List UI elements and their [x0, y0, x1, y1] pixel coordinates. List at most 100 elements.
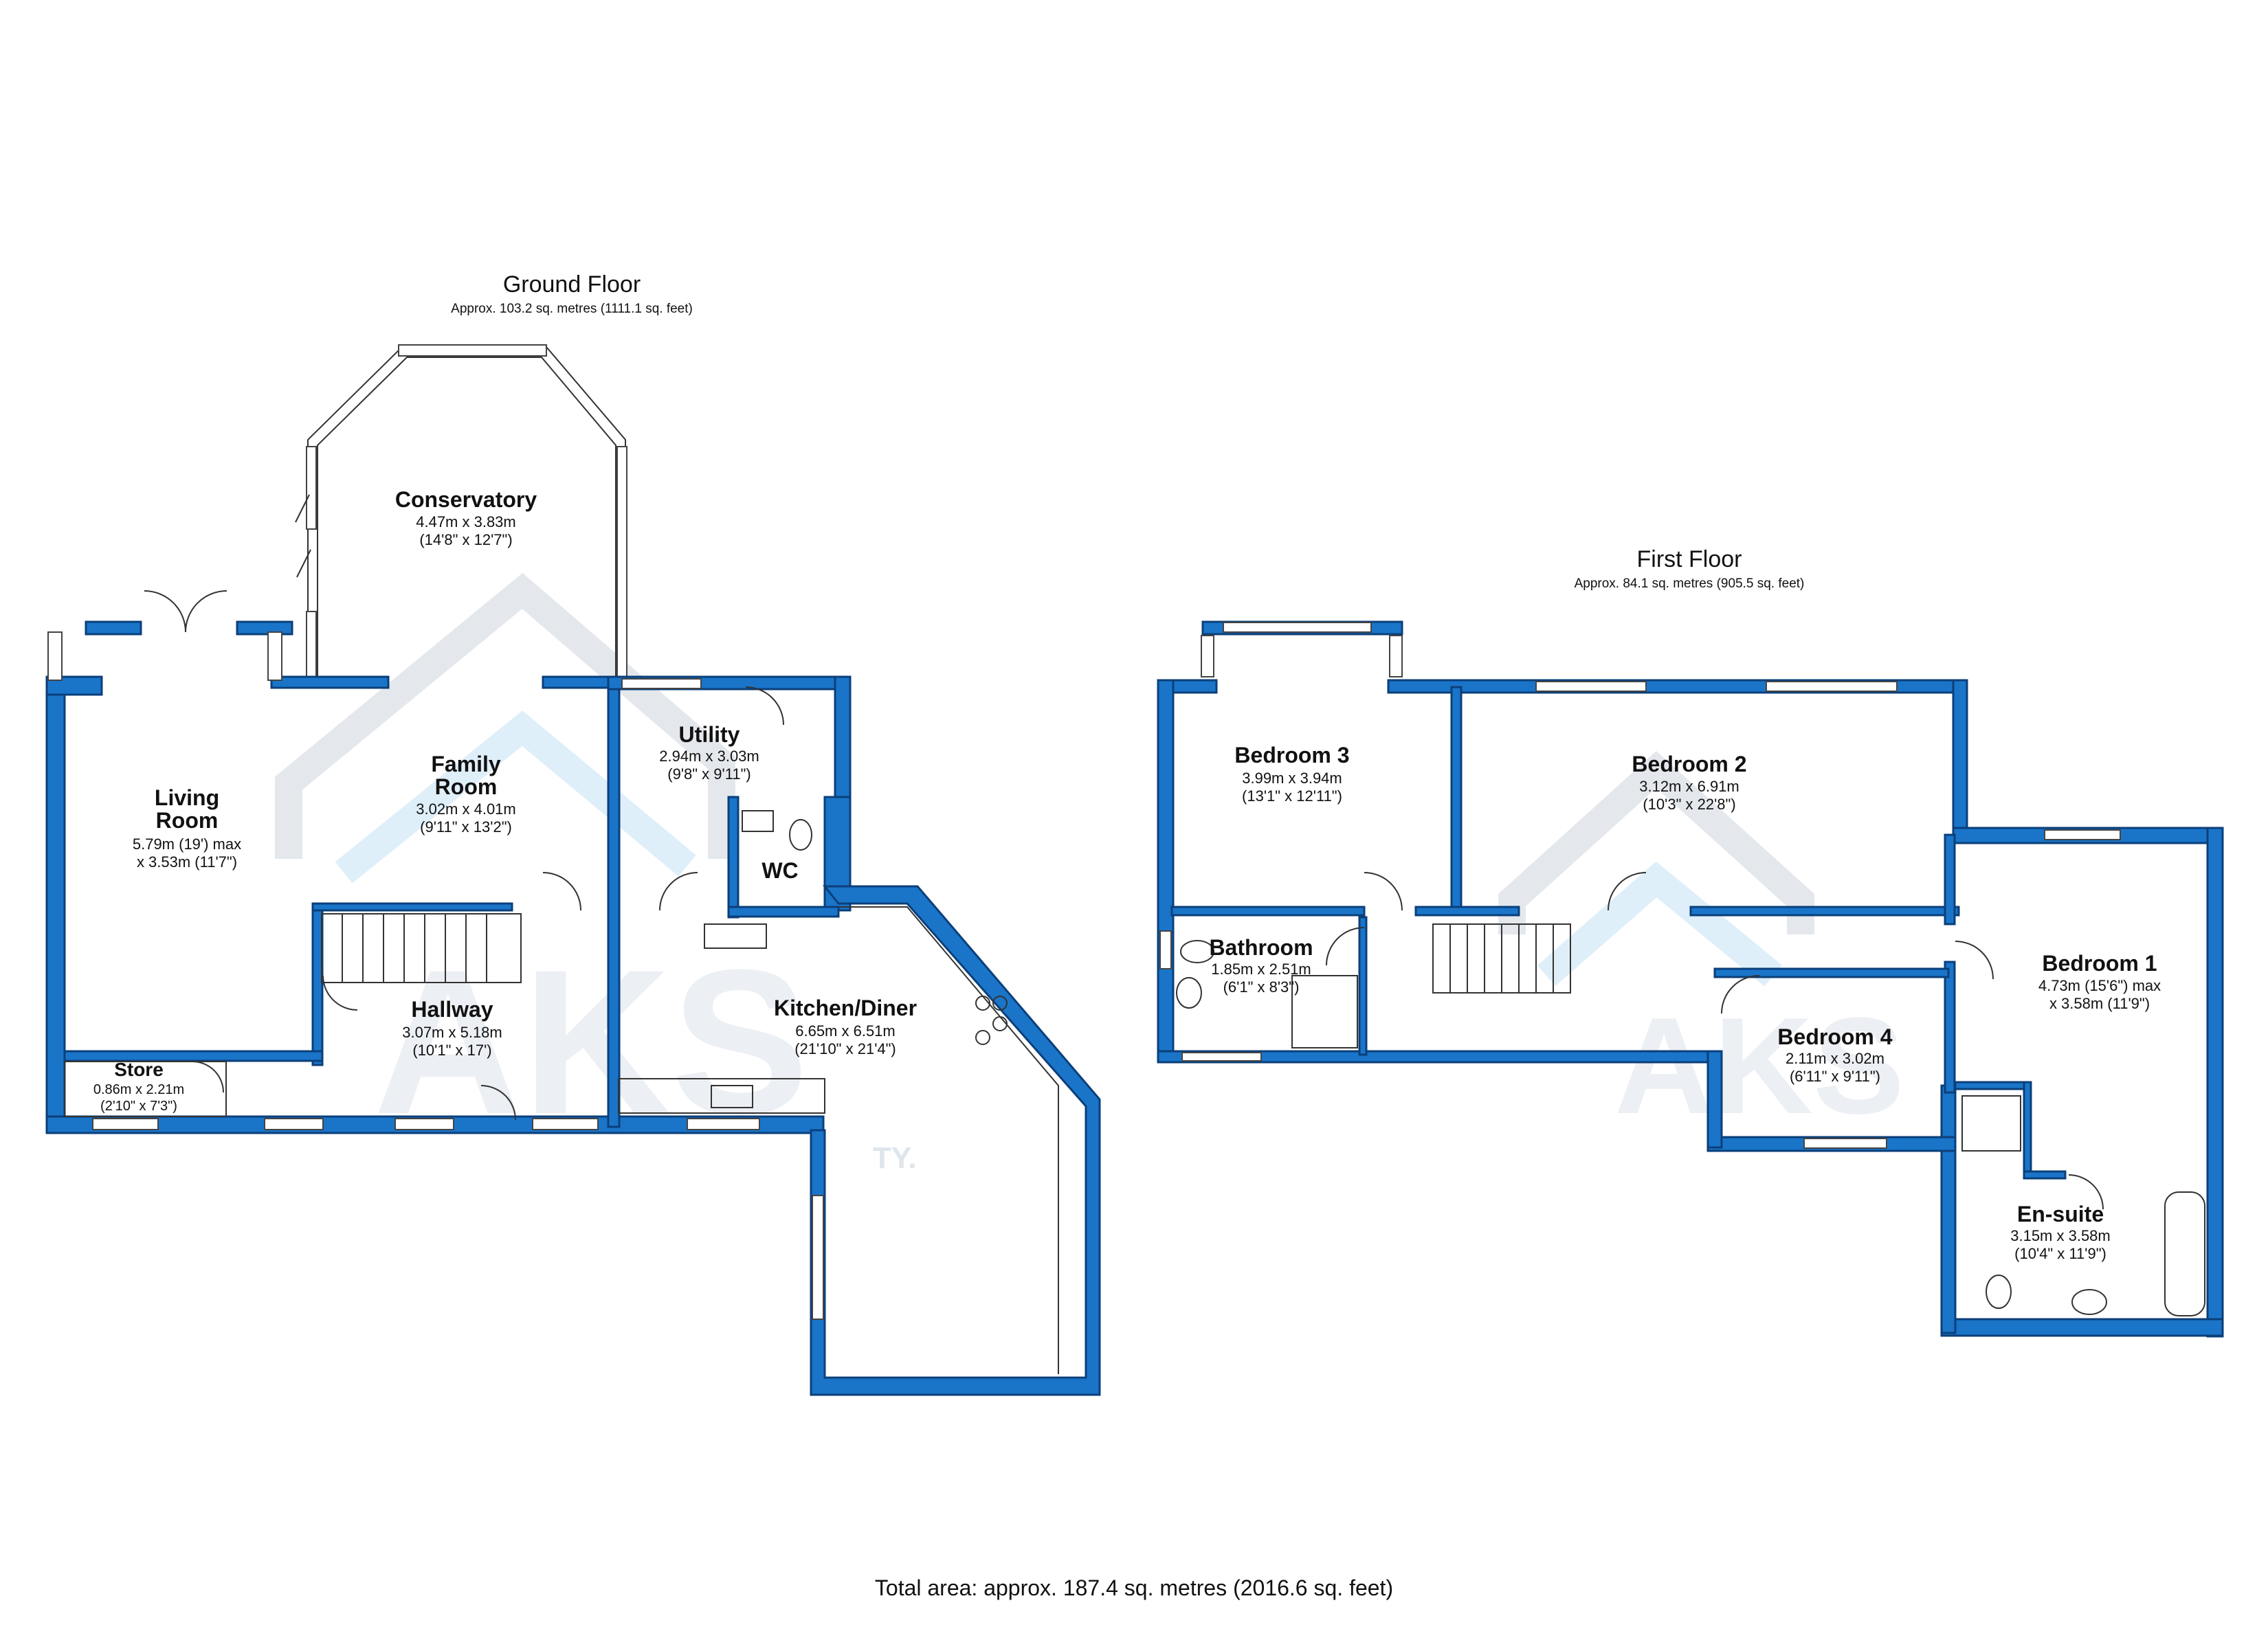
room-name: Hallway — [411, 997, 493, 1022]
window — [1181, 1052, 1262, 1062]
bifold-door — [295, 494, 310, 523]
room-name: Family — [431, 752, 501, 776]
room-bedroom-4: Bedroom 4 2.11m x 3.02m (6'11" x 9'11") — [1777, 1024, 1892, 1085]
room-dims: (14'8" x 12'7") — [419, 531, 512, 548]
door-swing — [322, 975, 358, 1011]
conservatory-structure — [295, 344, 627, 687]
bath-icon — [2164, 1191, 2205, 1316]
door-swing — [542, 872, 581, 911]
shower-icon — [1291, 975, 1358, 1048]
room-dims: x 3.53m (11'7") — [137, 853, 237, 871]
ground-floor-plan: Ground Floor Approx. 103.2 sq. metres (1… — [45, 271, 1101, 1396]
door-swing — [185, 590, 227, 633]
room-name: Bedroom 2 — [1632, 752, 1746, 776]
window — [687, 1118, 760, 1130]
door-swing — [480, 1085, 516, 1121]
door-swing — [192, 1061, 224, 1093]
room-en-suite: En-suite 3.15m x 3.58m (10'4" x 11'9") — [2010, 1202, 2111, 1262]
room-name: Conservatory — [395, 487, 537, 512]
room-name: Bathroom — [1209, 935, 1313, 960]
room-dims: (2'10" x 7'3") — [100, 1099, 177, 1114]
room-dims: (10'4" x 11'9") — [2014, 1245, 2106, 1262]
room-name: WC — [761, 858, 798, 883]
hob-icon — [975, 1030, 990, 1045]
room-dims: 5.79m (19') max — [133, 835, 241, 853]
window — [532, 1118, 599, 1130]
room-dims: 4.47m x 3.83m — [416, 513, 516, 530]
room-dims: (9'11" x 13'2") — [420, 818, 512, 835]
room-wc: WC — [761, 858, 798, 883]
wc-fixtures — [742, 810, 812, 851]
room-bedroom-2: Bedroom 2 3.12m x 6.91m (10'3" x 22'8") — [1632, 752, 1746, 813]
room-dims: (10'3" x 22'8") — [1643, 796, 1735, 813]
room-dims: (6'1" x 8'3") — [1223, 978, 1300, 996]
room-dims: 3.02m x 4.01m — [416, 800, 516, 818]
total-area: Total area: approx. 187.4 sq. metres (20… — [875, 1575, 1393, 1600]
window — [1389, 635, 1403, 677]
watermark-subtext: TY. — [873, 1141, 917, 1175]
window — [2044, 829, 2121, 840]
first-floor-title: First Floor — [1637, 546, 1742, 572]
conservatory-window — [306, 611, 317, 681]
window — [621, 678, 702, 689]
window — [394, 1118, 454, 1130]
room-utility: Utility 2.94m x 3.03m (9'8" x 9'11") — [659, 722, 759, 783]
window — [1201, 635, 1214, 677]
room-store: Store 0.86m x 2.21m (2'10" x 7'3") — [93, 1059, 184, 1114]
room-dims: (13'1" x 12'11") — [1242, 787, 1342, 805]
window — [47, 631, 63, 681]
bifold-door — [296, 549, 311, 578]
room-dims: 3.99m x 3.94m — [1242, 770, 1342, 787]
window — [1766, 681, 1898, 692]
room-dims: (21'10" x 21'4") — [794, 1040, 896, 1057]
window — [264, 1118, 324, 1130]
basin-icon — [742, 810, 774, 832]
room-bathroom: Bathroom 1.85m x 2.51m (6'1" x 8'3") — [1209, 935, 1313, 996]
toilet-icon — [789, 819, 812, 851]
window — [812, 1195, 824, 1320]
room-dims: 6.65m x 6.51m — [795, 1022, 896, 1040]
room-family-room: Family Room 3.02m x 4.01m (9'11" x 13'2"… — [416, 752, 516, 835]
ground-floor-title: Ground Floor — [503, 271, 641, 298]
basin-icon — [2071, 1289, 2107, 1315]
ground-stairs — [321, 913, 522, 983]
room-name: Bedroom 1 — [2042, 951, 2157, 976]
first-doors — [1326, 872, 2104, 1210]
room-dims: 2.11m x 3.02m — [1786, 1050, 1885, 1067]
room-name: Room — [435, 774, 498, 799]
room-conservatory: Conservatory 4.47m x 3.83m (14'8" x 12'7… — [395, 487, 537, 548]
first-floor-area: Approx. 84.1 sq. metres (905.5 sq. feet) — [1575, 576, 1805, 591]
hob-icon — [975, 996, 990, 1011]
shower-icon — [1961, 1095, 2021, 1152]
hob-icon — [992, 996, 1008, 1011]
store-outline — [64, 1061, 227, 1117]
window — [267, 631, 282, 681]
room-dims: (10'1" x 17') — [412, 1042, 491, 1059]
room-dims: 3.07m x 5.18m — [402, 1024, 502, 1041]
door-swing — [1326, 927, 1365, 966]
room-dims: (6'11" x 9'11") — [1790, 1068, 1880, 1085]
first-stairs — [1432, 923, 1571, 994]
room-name: Kitchen/Diner — [774, 996, 917, 1020]
room-name: Bedroom 4 — [1777, 1024, 1892, 1049]
door-swing — [659, 872, 698, 911]
room-bedroom-1: Bedroom 1 4.73m (15'6") max x 3.58m (11'… — [2038, 951, 2161, 1012]
first-windows — [1159, 622, 2121, 1149]
toilet-icon — [1986, 1275, 2012, 1309]
room-name: Living — [155, 785, 219, 810]
toilet-icon — [1180, 940, 1214, 963]
room-dims: 0.86m x 2.21m — [93, 1082, 184, 1097]
room-name: Store — [114, 1059, 164, 1080]
door-swing — [745, 686, 784, 726]
room-dims: (9'8" x 9'11") — [667, 765, 751, 783]
room-kitchen-diner: Kitchen/Diner 6.65m x 6.51m (21'10" x 21… — [774, 996, 917, 1057]
room-dims: x 3.58m (11'9") — [2049, 995, 2150, 1012]
room-dims: 2.94m x 3.03m — [659, 748, 759, 765]
room-living-room: Living Room 5.79m (19') max x 3.53m (11'… — [133, 785, 241, 871]
conservatory-window — [616, 446, 627, 681]
room-dims: 1.85m x 2.51m — [1211, 961, 1311, 978]
conservatory-window — [306, 446, 317, 530]
watermark-text-2: AKS — [1614, 989, 1904, 1143]
window — [1223, 622, 1372, 633]
